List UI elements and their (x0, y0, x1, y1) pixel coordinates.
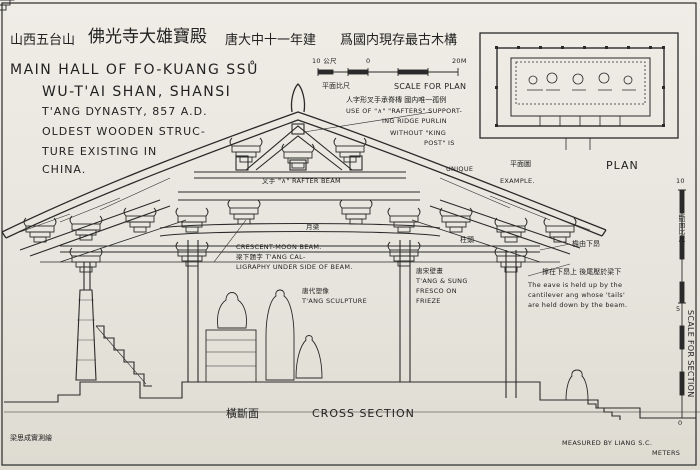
section-scale-mid: 5 (676, 305, 681, 313)
credit-en: MEASURED BY LIANG S.C. (562, 439, 653, 447)
ridge-note-line-1: USE OF "∧" "RAFTERS" SUPPORT- (346, 107, 463, 115)
ground-platform (4, 325, 700, 420)
crescent-label-1: CRESCENT-MOON BEAM. (236, 243, 322, 251)
tie-label-cn: 柱頭 (460, 236, 474, 244)
section-scale-bar (678, 189, 686, 419)
sculptures (205, 289, 589, 401)
fresco-label-1: T'ANG & SUNG (416, 277, 468, 285)
bracket-sets (0, 0, 577, 273)
plan-label-cn: 平面圖 (510, 160, 531, 168)
plan-scale-bar (317, 68, 459, 76)
meters-label: METERS (652, 449, 681, 457)
ridge-note-line-2: ING RIDGE PURLIN (382, 117, 447, 125)
credit-cn: 梁思成實測繪 (10, 434, 52, 442)
title-line-6: CHINA. (42, 163, 87, 176)
title-line-5: TURE EXISTING IN (42, 145, 158, 158)
eave-label-2: cantilever ang whose 'tails' (528, 291, 626, 299)
scale-zero-label: 0 (366, 57, 371, 65)
scale-left-label: 10 公尺 (312, 57, 337, 65)
title-line-4: OLDEST WOODEN STRUC- (42, 125, 206, 138)
eave-label-3: are held down by the beam. (528, 301, 628, 309)
section-scale-cn: 斷面比尺 (678, 214, 687, 242)
fresco-label-2: FRESCO ON (416, 287, 457, 295)
header-dynasty-cn: 唐大中十一年建 (225, 33, 317, 48)
section-label-cn: 橫斷面 (226, 407, 259, 420)
section-label-en: CROSS SECTION (312, 407, 415, 420)
crescent-label-2: 梁下題字 T'ANG CAL- (236, 253, 306, 261)
cha-shou-rafters (245, 123, 353, 171)
ridge-note-line-5: UNIQUE (446, 165, 474, 173)
plan-label-en: PLAN (606, 159, 639, 172)
roof (1, 83, 607, 239)
crescent-label-cn: 月梁 (306, 223, 320, 231)
eave-label-1: The eave is held up by the (528, 281, 623, 289)
section-scale-en: SCALE FOR SECTION (686, 310, 696, 398)
eave-label-cn: 檐由下昂 (572, 240, 600, 248)
section-scale-zero: 0 (678, 419, 683, 427)
header-note-cn: 爲國内現存最古木構 (340, 33, 458, 48)
title-line-1: MAIN HALL OF FO-KUANG SSŮ (10, 62, 259, 78)
rafter-beam-label: 叉手 "∧" RAFTER BEAM (262, 177, 341, 185)
title-line-2: WU-T'AI SHAN, SHANSI (42, 84, 232, 100)
ridge-note-line-4: POST" IS (424, 139, 455, 147)
header-temple-cn: 佛光寺大雄寶殿 (88, 27, 207, 47)
ridge-note-cn: 人字形叉手承脊槫 國内唯一孤例 (346, 96, 447, 104)
scale-label-en: SCALE FOR PLAN (394, 82, 467, 91)
crescent-label-3: LIGRAPHY UNDER SIDE OF BEAM. (236, 263, 353, 271)
sculpture-label-cn: 唐代塑像 (302, 287, 330, 295)
header-location-cn: 山西五台山 (10, 33, 76, 48)
section-scale-top: 10 (676, 177, 685, 185)
fresco-label-cn: 唐宋壁畫 (416, 267, 444, 275)
eave-label-cn2: 撑在下昂上 後尾壓於梁下 (542, 268, 622, 276)
fresco-label-3: FRIEZE (416, 297, 441, 305)
scale-right-label: 20M (452, 57, 467, 65)
scale-label-cn: 平面比尺 (322, 82, 350, 90)
leader-lines (213, 111, 571, 277)
beams (19, 155, 581, 263)
title-line-3: T'ANG DYNASTY, 857 A.D. (42, 105, 208, 118)
ridge-note-line-3: WITHOUT "KING (390, 129, 447, 137)
ridge-note-line-6: EXAMPLE. (500, 177, 535, 185)
sculpture-label-en: T'ANG SCULPTURE (302, 297, 367, 305)
plan-diagram (479, 32, 679, 150)
